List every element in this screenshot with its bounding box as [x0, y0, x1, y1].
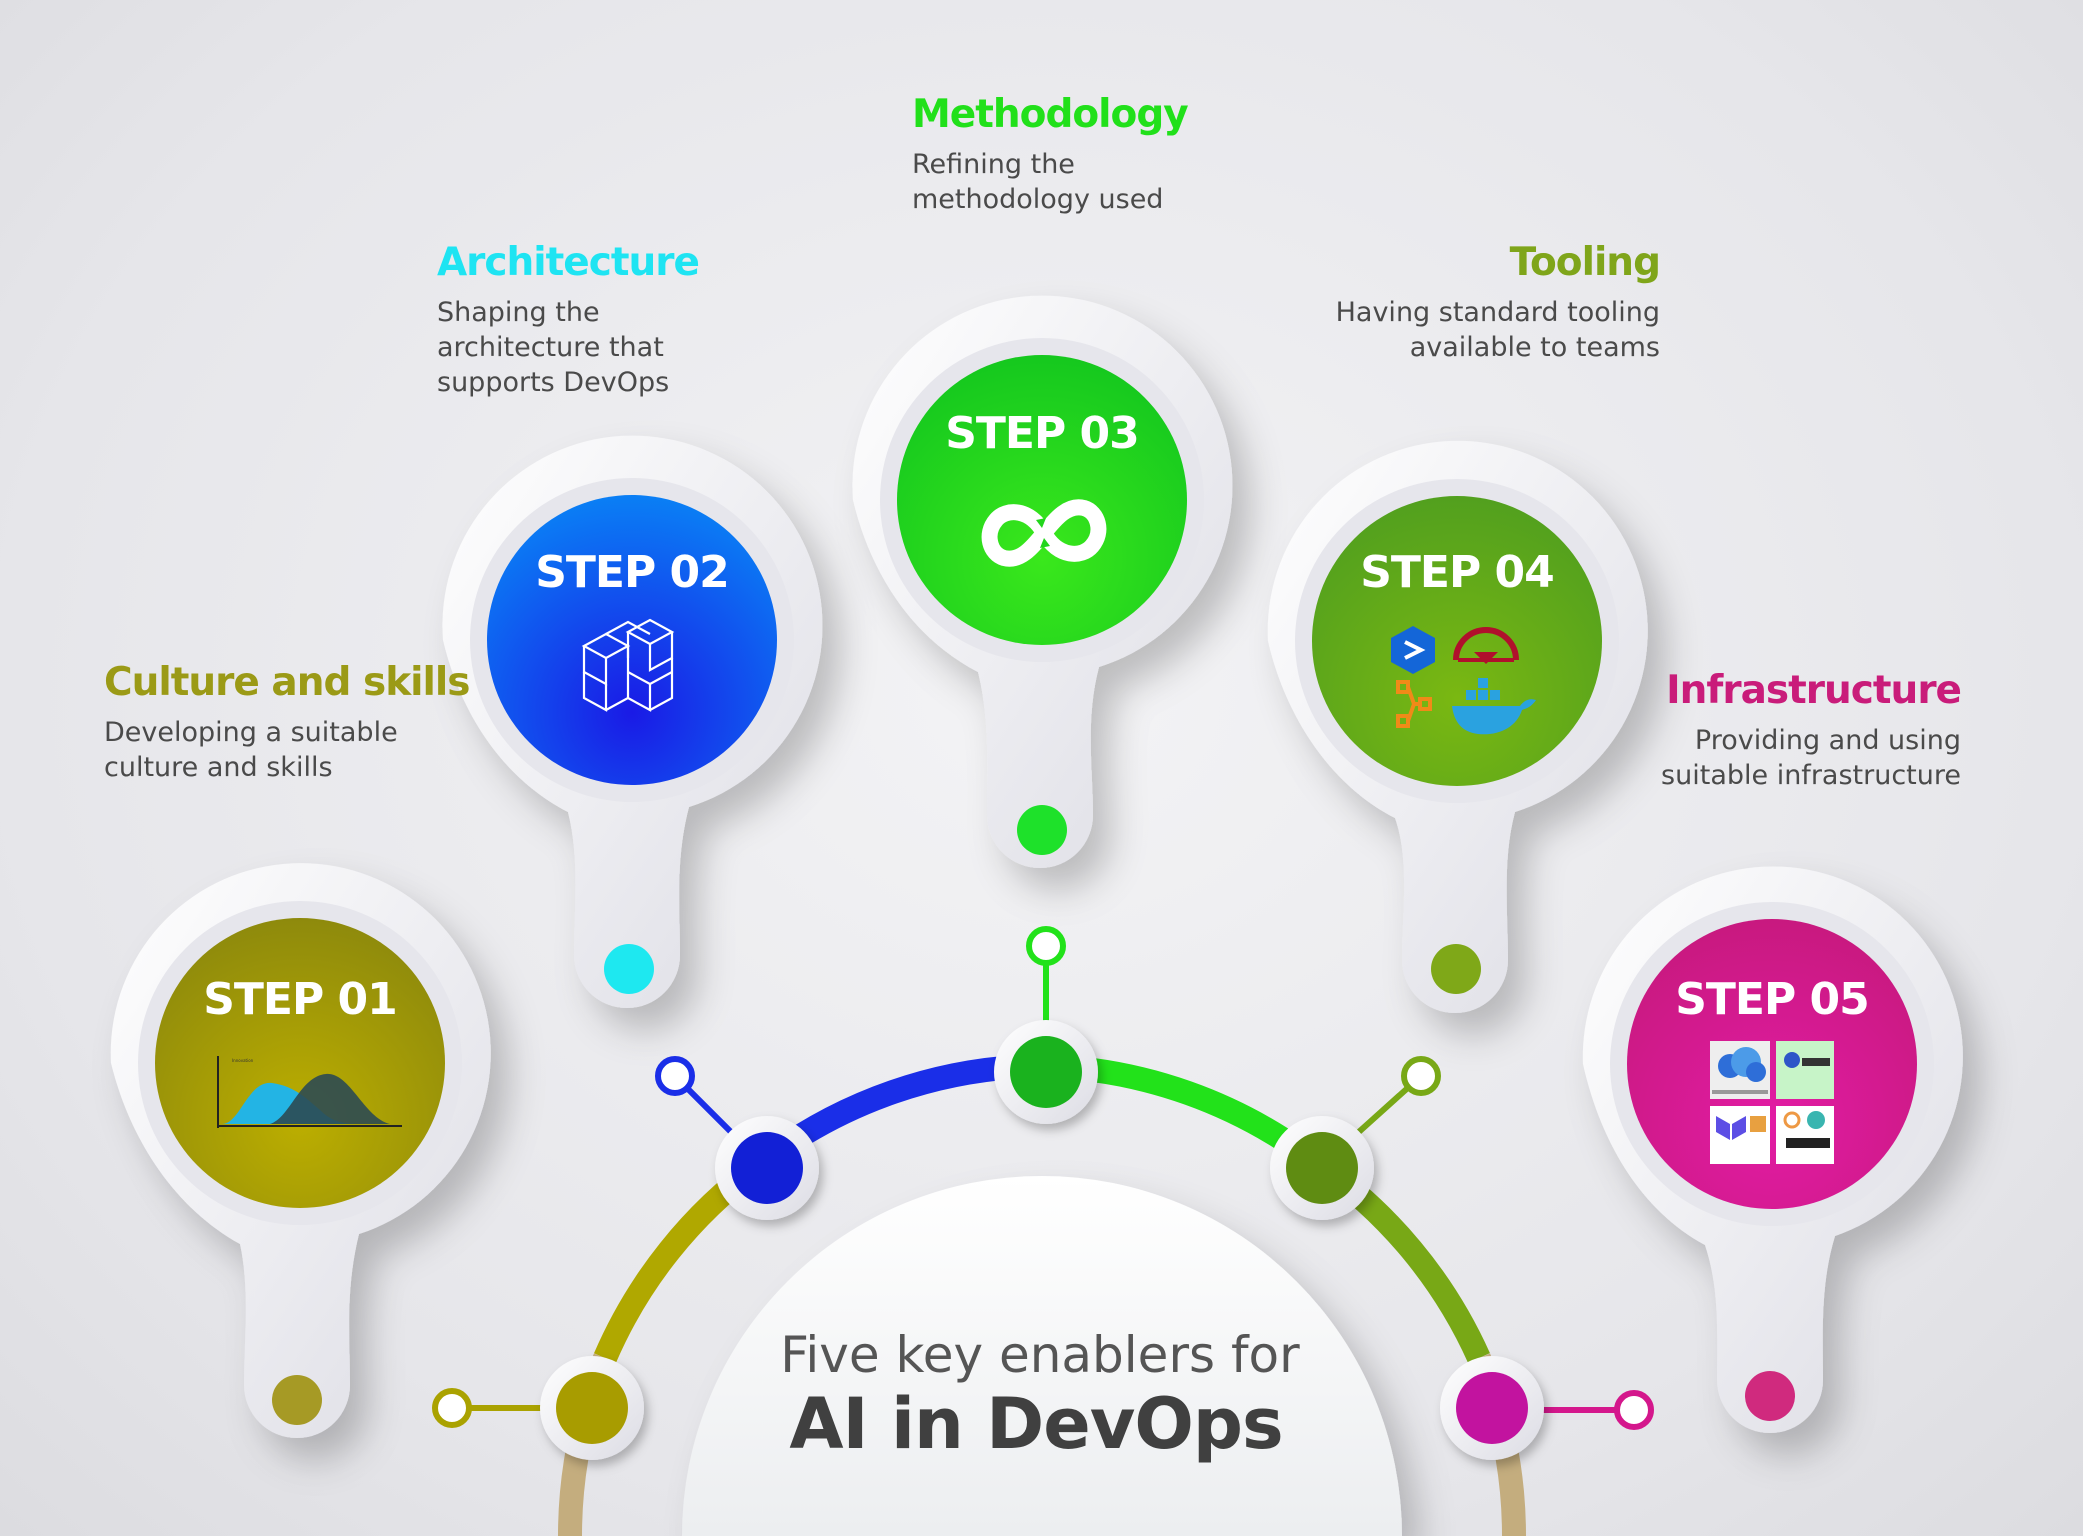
step-01-label: STEP 01 [203, 974, 397, 1025]
tools-icons [1391, 626, 1536, 735]
step-02-text: Architecture Shaping the architecture th… [437, 240, 700, 400]
center-title: AI in DevOps [789, 1383, 1282, 1465]
step-01-desc-line-2: culture and skills [104, 752, 333, 783]
svg-text:Innovation: Innovation [232, 1058, 254, 1063]
step-02-disc [487, 495, 777, 785]
step-05-label: STEP 05 [1675, 974, 1869, 1025]
step-03-pin: STEP 03 [852, 295, 1233, 868]
step-05-dot [1745, 1371, 1795, 1421]
connector-ring-5 [1614, 1390, 1654, 1430]
step-02-desc-line-1: Shaping the [437, 297, 600, 328]
step-03-description: Refining the methodology used [912, 147, 1188, 217]
cubes-icon [581, 618, 675, 712]
step-02-title: Architecture [437, 240, 700, 285]
step-01-pin: STEP 01 Innovation [110, 863, 491, 1438]
step-05-description: Providing and using suitable infrastruct… [1661, 723, 1961, 793]
arc-node-5 [1440, 1356, 1544, 1460]
arc-node-2 [715, 1116, 819, 1220]
grafana-gauge-icon [1453, 627, 1519, 664]
area-chart-icon: Innovation [217, 1056, 402, 1128]
step-04-disc [1312, 496, 1602, 786]
step-04-dot [1431, 944, 1481, 994]
step-04-desc-line-1: Having standard tooling [1335, 297, 1660, 328]
step-02-desc-line-2: architecture that [437, 332, 664, 363]
step-05-desc-line-1: Providing and using [1694, 725, 1961, 756]
step-04-desc-line-2: available to teams [1409, 332, 1660, 363]
step-02-pin: STEP 02 [442, 435, 823, 1008]
step-05-desc-line-2: suitable infrastructure [1661, 760, 1961, 791]
step-03-desc-line-2: methodology used [912, 184, 1164, 215]
step-01-dot [272, 1375, 322, 1425]
step-02-dot [604, 944, 654, 994]
step-03-text: Methodology Refining the methodology use… [912, 92, 1189, 217]
step-05-pin: STEP 05 [1582, 866, 1963, 1433]
step-04-text: Tooling Having standard tooling availabl… [1336, 240, 1661, 365]
step-03-desc-line-1: Refining the [912, 149, 1075, 180]
step-02-label: STEP 02 [535, 547, 729, 598]
step-04-description: Having standard tooling available to tea… [1336, 295, 1660, 365]
step-01-desc-line-1: Developing a suitable [104, 717, 398, 748]
infrastructure-tiles-icon [1710, 1041, 1834, 1164]
step-03-label: STEP 03 [945, 408, 1139, 459]
connector-ring-1 [432, 1388, 472, 1428]
step-04-label: STEP 04 [1360, 547, 1554, 598]
connector-ring-3 [1026, 926, 1066, 966]
connector-ring-4 [1401, 1056, 1441, 1096]
step-03-dot [1017, 805, 1067, 855]
docker-whale-icon [1452, 678, 1536, 735]
infinity-icon [981, 499, 1107, 567]
step-04-title: Tooling [1509, 240, 1661, 285]
step-01-disc [155, 918, 445, 1208]
step-01-text: Culture and skills Developing a suitable… [104, 660, 470, 785]
arc-node-3 [994, 1020, 1098, 1124]
step-05-disc [1627, 919, 1917, 1209]
step-04-pin: STEP 04 [1267, 440, 1648, 1014]
step-01-title: Culture and skills [104, 660, 470, 705]
central-hub: Five key enablers for AI in DevOps [558, 1054, 1526, 1536]
step-01-description: Developing a suitable culture and skills [104, 715, 469, 785]
arc-nodes [540, 1020, 1544, 1460]
step-05-title: Infrastructure [1666, 668, 1962, 713]
arc-node-4 [1270, 1116, 1374, 1220]
center-semicircle [682, 1176, 1402, 1536]
step-05-text: Infrastructure Providing and using suita… [1661, 668, 1962, 793]
azure-pipelines-icon [1391, 626, 1435, 674]
step-03-disc [897, 355, 1187, 645]
connector-ring-2 [655, 1056, 695, 1096]
step-02-description: Shaping the architecture that supports D… [437, 295, 699, 400]
arc-node-1 [540, 1356, 644, 1460]
center-subtitle: Five key enablers for [780, 1326, 1300, 1384]
step-03-title: Methodology [912, 92, 1189, 137]
git-branch-icon [1396, 680, 1432, 728]
step-02-desc-line-3: supports DevOps [437, 367, 670, 398]
